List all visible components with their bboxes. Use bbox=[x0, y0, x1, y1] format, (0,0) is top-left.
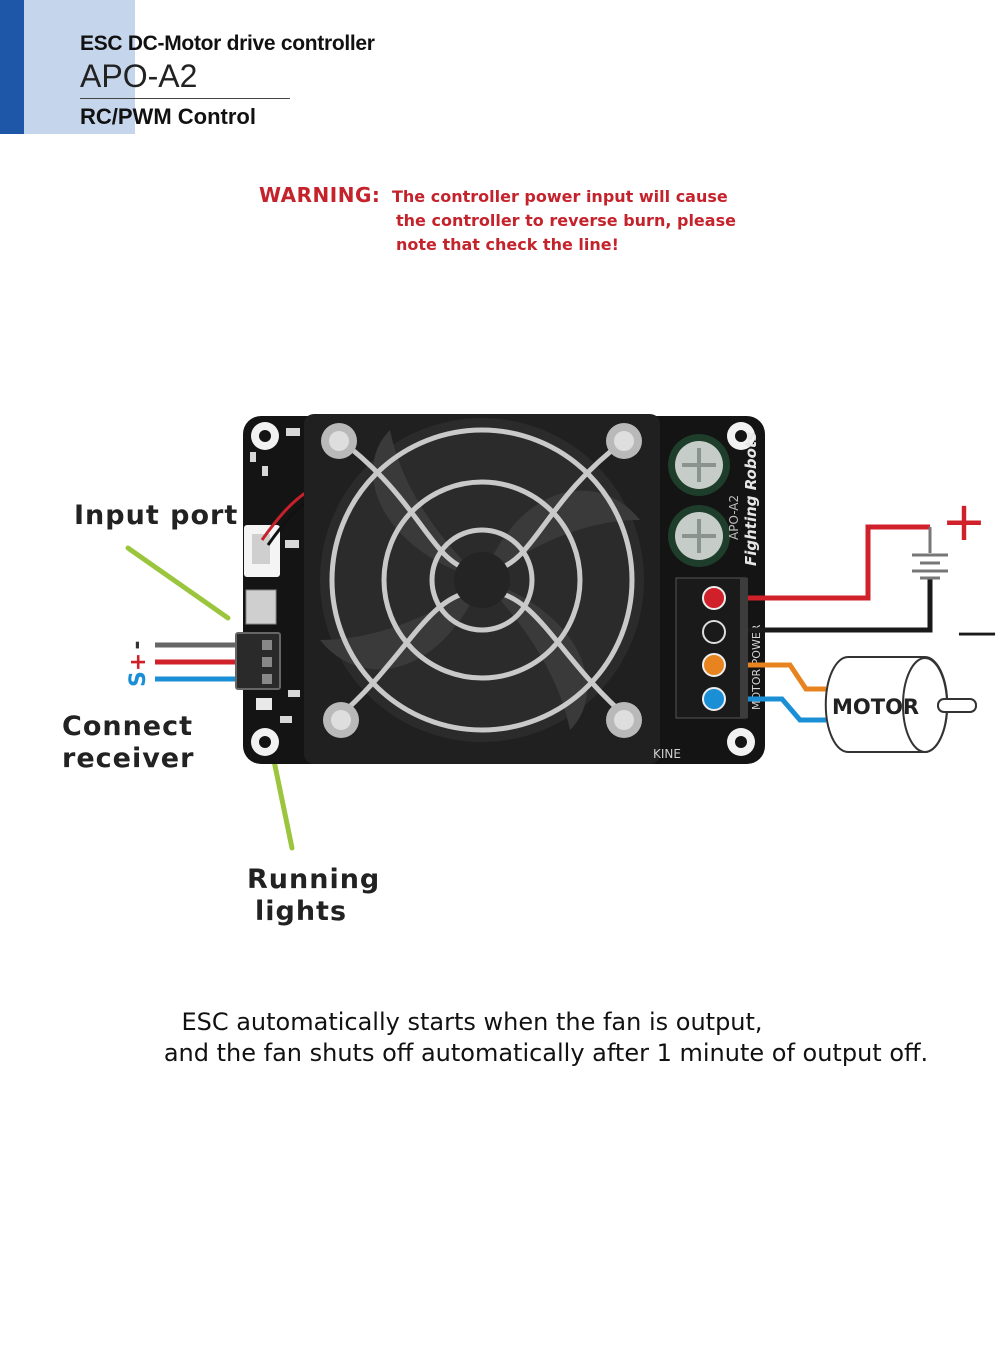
mounting-hole bbox=[251, 422, 279, 450]
receiver-header bbox=[235, 632, 281, 690]
warning-line-2: the controller to reverse burn, please bbox=[396, 211, 736, 230]
battery-plus-label: + bbox=[941, 490, 986, 553]
footer-line-2: and the fan shuts off automatically afte… bbox=[163, 1039, 929, 1067]
fan-hub bbox=[454, 552, 510, 608]
board-brand: Fighting Robots bbox=[742, 432, 760, 566]
header-divider bbox=[80, 98, 290, 99]
motor bbox=[824, 656, 977, 753]
warning-line-3: note that check the line! bbox=[396, 235, 619, 254]
battery-symbol bbox=[912, 527, 948, 580]
smd-component bbox=[280, 716, 292, 723]
smd-component bbox=[286, 428, 300, 436]
pin-minus-label: - bbox=[125, 640, 150, 649]
footer-line-1: ESC automatically starts when the fan is… bbox=[181, 1008, 763, 1036]
connect-receiver-label-2: receiver bbox=[62, 743, 195, 774]
capacitor bbox=[668, 434, 730, 496]
board-model: APO-A2 bbox=[727, 495, 741, 540]
header-model: APO-A2 bbox=[80, 58, 198, 94]
smd-component bbox=[250, 452, 256, 462]
motor-label: MOTOR bbox=[832, 695, 919, 719]
header-title: ESC DC-Motor drive controller bbox=[80, 32, 375, 55]
mounting-hole bbox=[251, 728, 279, 756]
warning-label: WARNING: bbox=[259, 183, 381, 207]
header-subtitle: RC/PWM Control bbox=[80, 104, 256, 129]
esc-board: Fighting Robots APO-A2 MOTOR POWER KINE bbox=[235, 414, 765, 764]
terminal-motor-b bbox=[702, 687, 726, 711]
motor-wire-blue bbox=[748, 696, 826, 723]
smd-component bbox=[288, 690, 300, 697]
running-led bbox=[256, 698, 272, 710]
header-accent-panel bbox=[24, 0, 135, 134]
running-lights-label-2: lights bbox=[255, 896, 348, 927]
fan-screw bbox=[321, 423, 357, 459]
smd-component bbox=[285, 540, 299, 548]
fan-screw bbox=[606, 423, 642, 459]
capacitor bbox=[668, 505, 730, 567]
pin-signal-label: S bbox=[126, 671, 151, 687]
mounting-hole bbox=[727, 422, 755, 450]
fan-blades bbox=[320, 430, 640, 730]
battery-minus-label: — bbox=[957, 609, 997, 655]
header-pin bbox=[262, 657, 272, 667]
fan-screw bbox=[606, 702, 642, 738]
fan-guard bbox=[329, 427, 635, 733]
power-wire-negative bbox=[748, 578, 933, 633]
board-bottom-text: KINE bbox=[653, 747, 681, 761]
regulator-chip bbox=[245, 589, 277, 625]
header-pin bbox=[262, 674, 272, 684]
connect-receiver-label-1: Connect bbox=[62, 711, 194, 742]
warning-line-1: The controller power input will cause bbox=[392, 187, 728, 206]
terminal-motor-a bbox=[702, 653, 726, 677]
fan-screw bbox=[323, 702, 359, 738]
terminal-power-negative bbox=[702, 620, 726, 644]
running-lights-label-1: Running bbox=[247, 864, 381, 895]
mounting-hole bbox=[727, 728, 755, 756]
motor-wire-orange bbox=[748, 662, 826, 692]
header-pin bbox=[262, 640, 272, 650]
input-port-pointer bbox=[125, 545, 231, 621]
input-port-label: Input port bbox=[74, 500, 239, 531]
header-accent-bar bbox=[0, 0, 24, 134]
smd-component bbox=[262, 466, 268, 476]
fan-connector-socket bbox=[252, 534, 270, 564]
terminal-power-positive bbox=[702, 586, 726, 610]
terminal-edge bbox=[740, 578, 748, 718]
motor-shaft bbox=[937, 698, 977, 713]
power-wire-positive bbox=[748, 524, 930, 601]
pin-plus-label: + bbox=[126, 653, 151, 671]
